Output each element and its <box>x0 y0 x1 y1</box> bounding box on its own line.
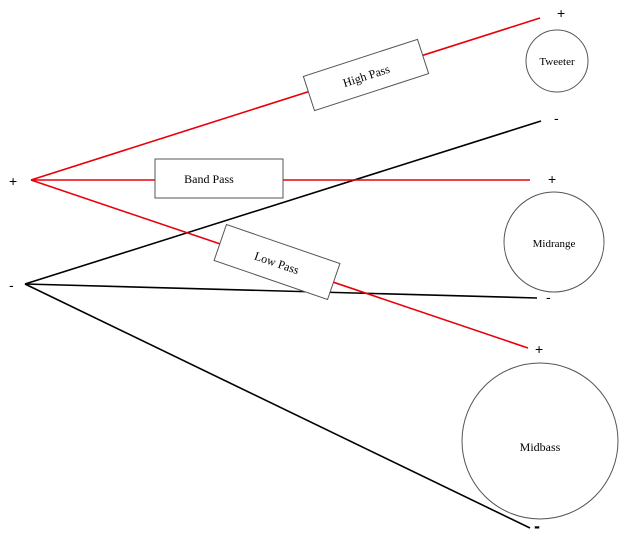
neg-wire-midbass <box>24 283 531 529</box>
band-pass-filter: Band Pass <box>154 158 284 199</box>
low-pass-filter: Low Pass <box>213 223 341 301</box>
midrange-label: Midrange <box>533 238 576 250</box>
source-minus-label: - <box>9 277 14 293</box>
tweeter-speaker: Tweeter <box>525 29 589 93</box>
neg-wire-midrange <box>24 283 538 299</box>
source-plus-label: + <box>9 173 17 189</box>
tweeter-label: Tweeter <box>539 56 575 68</box>
midbass-minus-label: - <box>534 516 540 536</box>
midbass-speaker: Midbass <box>461 362 619 520</box>
tweeter-plus-label: + <box>557 5 565 21</box>
neg-wire-tweeter <box>24 120 542 285</box>
midbass-label: Midbass <box>520 440 561 454</box>
tweeter-minus-label: - <box>554 110 559 126</box>
midrange-plus-label: + <box>548 171 556 187</box>
high-pass-filter: High Pass <box>302 38 430 112</box>
band-pass-label: Band Pass <box>184 172 234 186</box>
midbass-plus-label: + <box>535 341 543 357</box>
pos-wire-tweeter <box>30 17 541 181</box>
midrange-minus-label: - <box>546 289 551 305</box>
midrange-speaker: Midrange <box>503 191 605 293</box>
